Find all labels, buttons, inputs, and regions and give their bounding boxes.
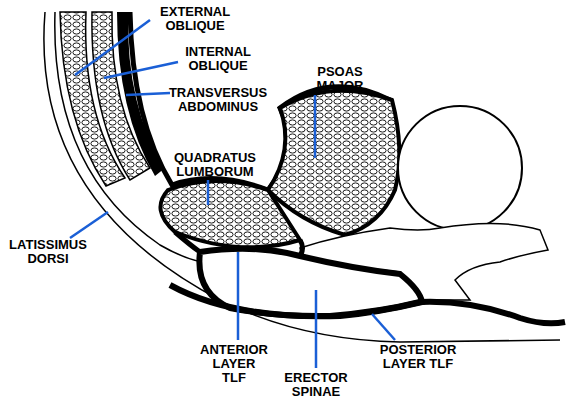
part-label: PSOAS MAJOR: [317, 65, 364, 93]
part-label: ANTERIOR LAYER TLF: [200, 343, 268, 385]
part-label: ERECTOR SPINAE: [284, 371, 347, 399]
leader-lines: [70, 20, 395, 368]
vertebral-body: [398, 106, 522, 230]
part-label: EXTERNAL OBLIQUE: [160, 5, 230, 33]
posterior-fascia: [170, 285, 565, 323]
part-label: TRANSVERSUS ABDOMINUS: [169, 86, 267, 114]
skin-outline: [44, 12, 560, 342]
part-label: INTERNAL OBLIQUE: [185, 45, 250, 73]
part-label: LATISSIMUS DORSI: [9, 238, 87, 266]
part-label: QUADRATUS LUMBORUM: [174, 151, 256, 179]
part-label: POSTERIOR LAYER TLF: [380, 343, 457, 371]
psoas-muscle: [268, 91, 399, 235]
